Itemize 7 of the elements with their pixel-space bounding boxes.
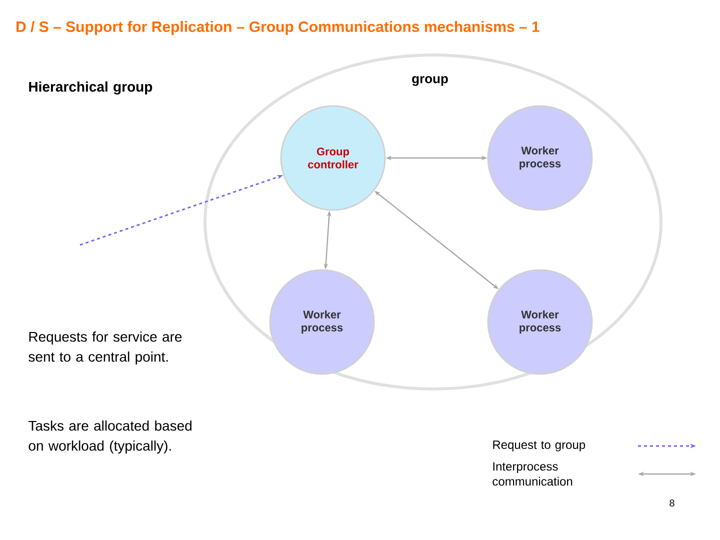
legend-label: Request to group — [493, 440, 586, 452]
legend-label: Interprocess communication — [492, 462, 572, 486]
page-number: 8 — [670, 499, 674, 507]
slide-title: D / S – Support for Replication – Group Communications mechanisms – 1 — [16, 21, 540, 35]
body-text: Tasks are allocated based on workload (typically). — [28, 420, 192, 454]
heading: Hierarchical group — [29, 81, 152, 95]
body-text: Requests for service are sent to a central point. — [28, 331, 182, 365]
